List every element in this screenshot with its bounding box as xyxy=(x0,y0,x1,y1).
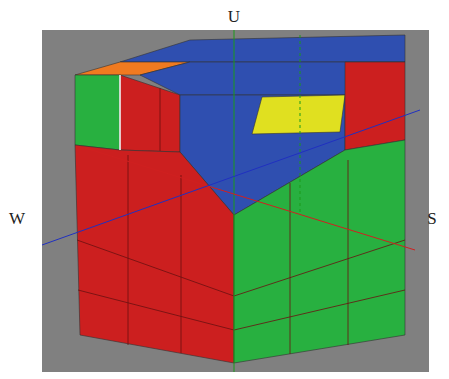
axes xyxy=(42,30,420,372)
axis-label: W xyxy=(9,210,25,227)
axis-label: U xyxy=(228,8,240,25)
rubiks-cube xyxy=(75,35,405,363)
background xyxy=(42,30,429,372)
axis-label: S xyxy=(427,210,436,227)
